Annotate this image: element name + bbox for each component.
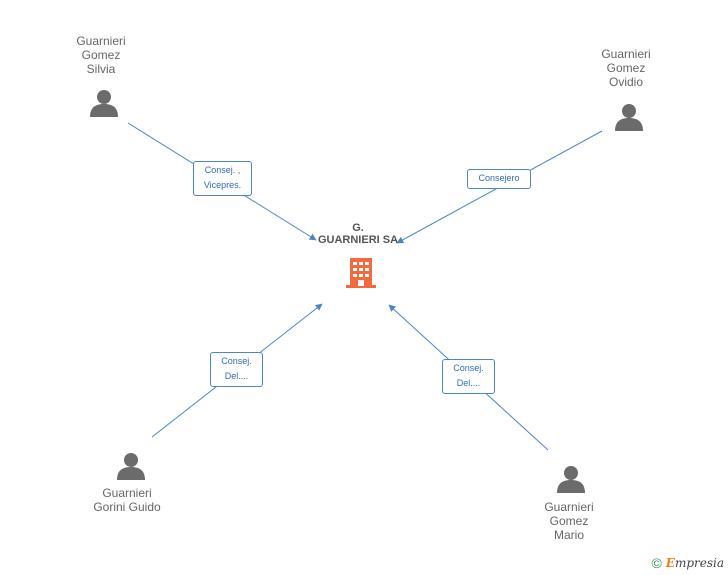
person-name-line: Ovidio [608,75,643,89]
person-name-line: Gorini Guido [93,500,161,514]
relation-label-line: Consej. , [204,165,241,175]
relation-label-guido[interactable]: Consej. Del.... [210,352,263,387]
person-name-line: Guarnieri [544,500,594,514]
person-name-line: Mario [553,528,584,542]
relation-label-line: Consej. [453,363,484,373]
person-icon[interactable] [556,464,586,494]
company-name-line: G. [352,222,364,234]
relation-label-mario[interactable]: Consej. Del.... [442,359,495,394]
person-icon[interactable] [116,451,146,481]
person-name-guido[interactable]: Guarnieri Gorini Guido [72,486,182,514]
person-name-mario[interactable]: Guarnieri Gomez Mario [514,500,624,542]
person-name-line: Guarnieri [76,34,126,48]
person-name-line: Guarnieri [102,486,152,500]
person-name-line: Gomez [81,48,121,62]
person-name-ovidio[interactable]: Guarnieri Gomez Ovidio [571,47,681,89]
relation-label-line: Vicepres. [203,180,242,190]
person-icon[interactable] [614,102,644,132]
building-icon[interactable] [344,256,378,290]
brand-rest: mpresia [674,556,724,570]
relation-label-line: Del.... [224,371,249,381]
relation-label-silvia[interactable]: Consej. , Vicepres. [193,161,252,196]
relation-label-line: Consejero [478,173,520,183]
copyright-icon: © [651,555,662,571]
relation-label-line: Consej. [221,356,252,366]
footer-brand: ©Empresia [651,555,724,571]
person-name-line: Silvia [86,62,116,76]
person-name-silvia[interactable]: Guarnieri Gomez Silvia [46,34,156,76]
relation-label-ovidio[interactable]: Consejero [467,169,531,189]
brand-initial: E [665,556,675,570]
person-name-line: Gomez [606,61,646,75]
relation-label-line: Del.... [456,378,481,388]
person-name-line: Guarnieri [601,47,651,61]
brand-logo: Empresia [666,556,724,570]
person-name-line: Gomez [549,514,589,528]
company-name[interactable]: G. GUARNIERI SA [298,222,418,246]
person-icon[interactable] [89,88,119,118]
company-name-line: GUARNIERI SA [317,234,399,246]
